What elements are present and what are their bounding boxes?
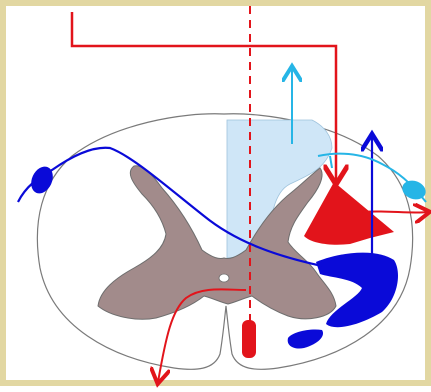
red-anterior-tract <box>242 320 256 358</box>
spinal-cord-diagram <box>6 6 431 392</box>
central-canal <box>219 274 229 282</box>
